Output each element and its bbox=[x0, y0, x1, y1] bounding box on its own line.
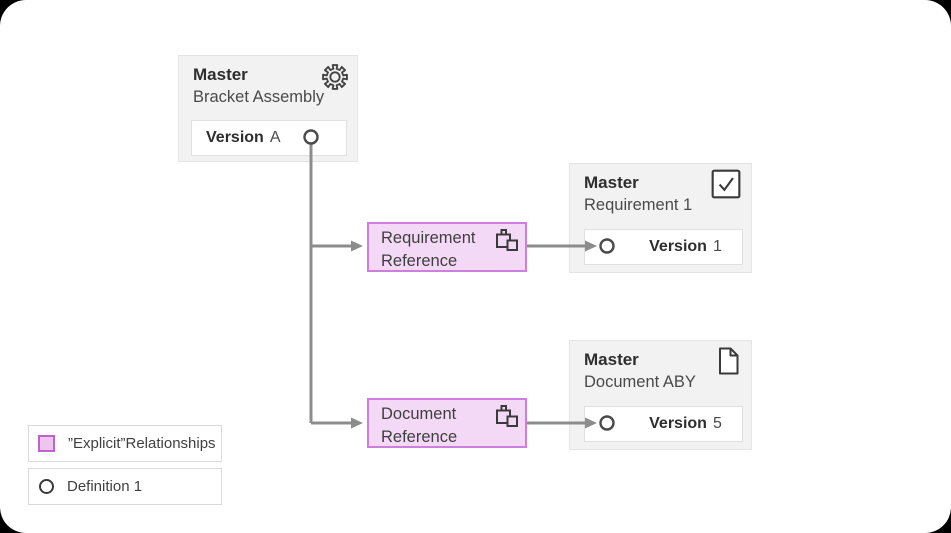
node-subtitle: Requirement 1 bbox=[584, 196, 693, 214]
version-value: 1 bbox=[712, 238, 722, 255]
version-label: Version bbox=[649, 238, 707, 255]
relationship-document-reference[interactable]: Document Reference bbox=[367, 398, 527, 448]
legend-label: Definition 1 bbox=[67, 478, 143, 495]
version-value: A bbox=[269, 129, 281, 146]
relationship-label-line1: Requirement bbox=[381, 229, 476, 247]
version-label: Version bbox=[206, 129, 264, 146]
linked-squares-icon bbox=[494, 404, 520, 433]
linked-squares-icon bbox=[494, 228, 520, 257]
node-title: Master bbox=[193, 65, 248, 84]
node-document-aby[interactable]: Master Document ABY Version 5 bbox=[569, 340, 752, 450]
definition-circle-icon bbox=[39, 479, 54, 494]
version-label: Version bbox=[649, 415, 707, 432]
version-box-5[interactable]: Version 5 bbox=[584, 406, 743, 442]
legend-item-explicit-relationships: ”Explicit”Relationships bbox=[28, 425, 222, 462]
relationship-label-line2: Reference bbox=[381, 428, 458, 446]
relationship-label: Document Reference bbox=[381, 403, 457, 449]
node-bracket-assembly[interactable]: Master Bracket Assembly Version A bbox=[178, 55, 358, 162]
node-title: Master bbox=[584, 350, 639, 369]
version-box-1[interactable]: Version 1 bbox=[584, 229, 743, 265]
node-subtitle: Bracket Assembly bbox=[193, 88, 325, 106]
checkbox-icon bbox=[710, 168, 742, 205]
relationship-requirement-reference[interactable]: Requirement Reference bbox=[367, 222, 527, 272]
legend-item-definition-1: Definition 1 bbox=[28, 468, 222, 505]
node-requirement-1[interactable]: Master Requirement 1 Version 1 bbox=[569, 163, 752, 273]
relationship-label: Requirement Reference bbox=[381, 227, 475, 273]
relationship-swatch-icon bbox=[38, 435, 55, 452]
node-title: Master bbox=[584, 173, 639, 192]
relationship-label-line1: Document bbox=[381, 405, 457, 423]
node-subtitle: Document ABY bbox=[584, 373, 696, 391]
legend-label: ”Explicit”Relationships bbox=[68, 435, 216, 452]
version-box-a[interactable]: Version A bbox=[191, 120, 347, 156]
document-icon bbox=[715, 346, 742, 381]
version-value: 5 bbox=[712, 415, 722, 432]
relationship-label-line2: Reference bbox=[381, 252, 458, 270]
gear-icon bbox=[321, 63, 349, 96]
